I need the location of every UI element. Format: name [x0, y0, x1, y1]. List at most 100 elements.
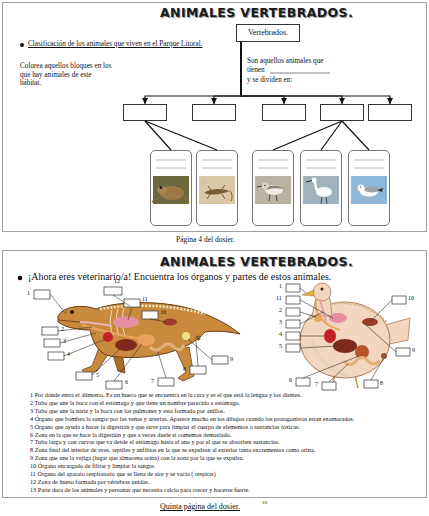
organ-description: 10 Órgano encargado de filtrar y limpiar…	[30, 462, 422, 470]
lizard-drawing	[82, 345, 111, 374]
organ-description: 3 Tubo que une la nariz y la boca con lo…	[30, 407, 422, 415]
lizard-organs	[113, 316, 139, 328]
answer-box	[286, 320, 300, 328]
callout-number: 10	[160, 309, 166, 316]
category-box	[320, 104, 364, 121]
callout-number: 12	[114, 278, 120, 285]
callout-number: 7	[151, 378, 154, 385]
animal-card	[252, 150, 294, 226]
connector	[145, 121, 217, 150]
callout-number: 8	[183, 366, 186, 373]
root-box: Vertebrados.	[236, 24, 300, 42]
answer-blank	[270, 73, 330, 74]
footnote-mark: 10	[262, 500, 267, 506]
bird-organs	[344, 358, 380, 365]
page-frame	[3, 3, 427, 498]
answer-blank	[270, 73, 330, 74]
bird-organs	[381, 353, 387, 359]
organ-description: 8 Zona final del interior de aves, repti…	[30, 446, 422, 454]
bird-drawing	[300, 283, 410, 388]
connector	[214, 42, 241, 104]
answer-box	[322, 382, 336, 390]
bird-organs	[324, 329, 336, 343]
node-text: Vertebrados.	[248, 29, 288, 38]
connector	[342, 121, 369, 150]
leader-line	[372, 300, 392, 320]
lizard-drawing	[70, 310, 74, 314]
instruction-text: Colorea aquellos bloques en los que hay …	[20, 62, 112, 88]
callout-number: 11	[142, 296, 148, 303]
page-caption: Página 4 del dosier.	[176, 235, 235, 244]
leader-line	[128, 307, 132, 320]
leader-line	[196, 341, 198, 366]
bird-drawing	[300, 302, 390, 378]
answer-box	[364, 380, 378, 388]
callout-number: 6	[289, 377, 292, 384]
organ-description: 7 Tubo largo y con curvas que va desde e…	[30, 438, 422, 446]
leader-line	[150, 319, 166, 322]
organ-description: 11 Órgano del aparato respiratorio que s…	[30, 470, 422, 478]
lizard-organs	[115, 339, 137, 351]
callout-number: 1	[27, 290, 30, 297]
organ-description: 13 Parte dura de los animales y personas…	[30, 486, 422, 494]
bird-drawing	[385, 318, 410, 345]
answer-box	[34, 284, 410, 390]
animal-card	[300, 150, 342, 226]
answer-box	[48, 352, 64, 360]
organ-description: 5 Órgano que ayuda a hacer la digestión …	[30, 423, 422, 431]
category-box	[192, 104, 236, 121]
page-frame	[3, 3, 427, 232]
organ-description: 1 Por dónde entra el alimento. Es un hue…	[30, 391, 422, 399]
category-box	[262, 104, 306, 121]
bird-drawing	[332, 374, 358, 388]
page-title: ANIMALES VERTEBRADOS.	[160, 254, 353, 269]
leader-line	[366, 325, 396, 352]
instruction-heading: Clasificación de los animales que viven …	[28, 40, 233, 49]
callout-number: 9	[230, 356, 233, 363]
lizard-organs	[137, 334, 155, 346]
connector	[273, 121, 342, 150]
lizard-organs	[150, 344, 184, 350]
organ-description: 9 Zona que une la vejiga (lugar que alma…	[30, 454, 422, 462]
callout-number: 3	[63, 338, 66, 345]
leader-line	[92, 347, 122, 375]
lizard-organs	[182, 332, 190, 340]
callout-number: 2	[279, 307, 282, 314]
connector	[145, 121, 171, 150]
organ-description: 6 Zona en la que se hace la digestión y …	[30, 431, 422, 439]
bird-organs	[329, 313, 347, 323]
leader-line	[188, 339, 212, 360]
answer-box	[158, 378, 174, 386]
lizard-drawing	[58, 303, 240, 381]
bird-organs	[316, 298, 340, 330]
callout-number: 10	[408, 295, 414, 302]
callout-number: 3	[279, 319, 282, 326]
bird-organs	[314, 314, 322, 322]
lizard-organs	[103, 332, 113, 342]
page-title: ANIMALES VERTEBRADOS.	[160, 5, 353, 20]
leader-line	[50, 294, 66, 314]
callout-number: 4	[279, 331, 282, 338]
callout-number: 1	[279, 283, 282, 290]
answer-box	[44, 339, 60, 347]
callout-number: 5	[96, 372, 99, 379]
lizard-organs	[110, 308, 125, 336]
leader-line	[300, 336, 324, 337]
callout-number: 8	[380, 380, 383, 387]
connector	[145, 42, 241, 104]
lizard-organs	[163, 319, 177, 326]
answer-box	[190, 366, 206, 374]
answer-box	[296, 378, 310, 386]
lizard-drawing	[58, 303, 240, 358]
answer-box	[76, 372, 92, 380]
leader-line	[300, 300, 333, 318]
bird-drawing	[313, 283, 331, 301]
organ-list: 1 Por dónde entra el alimento. Es un hue…	[30, 391, 422, 494]
answer-box	[396, 348, 410, 356]
lizard-organs	[100, 306, 205, 314]
callout-number: 2	[61, 326, 64, 333]
category-box	[368, 104, 412, 121]
answer-box	[286, 332, 300, 340]
animal-card	[348, 150, 390, 226]
answer-box	[42, 327, 58, 335]
